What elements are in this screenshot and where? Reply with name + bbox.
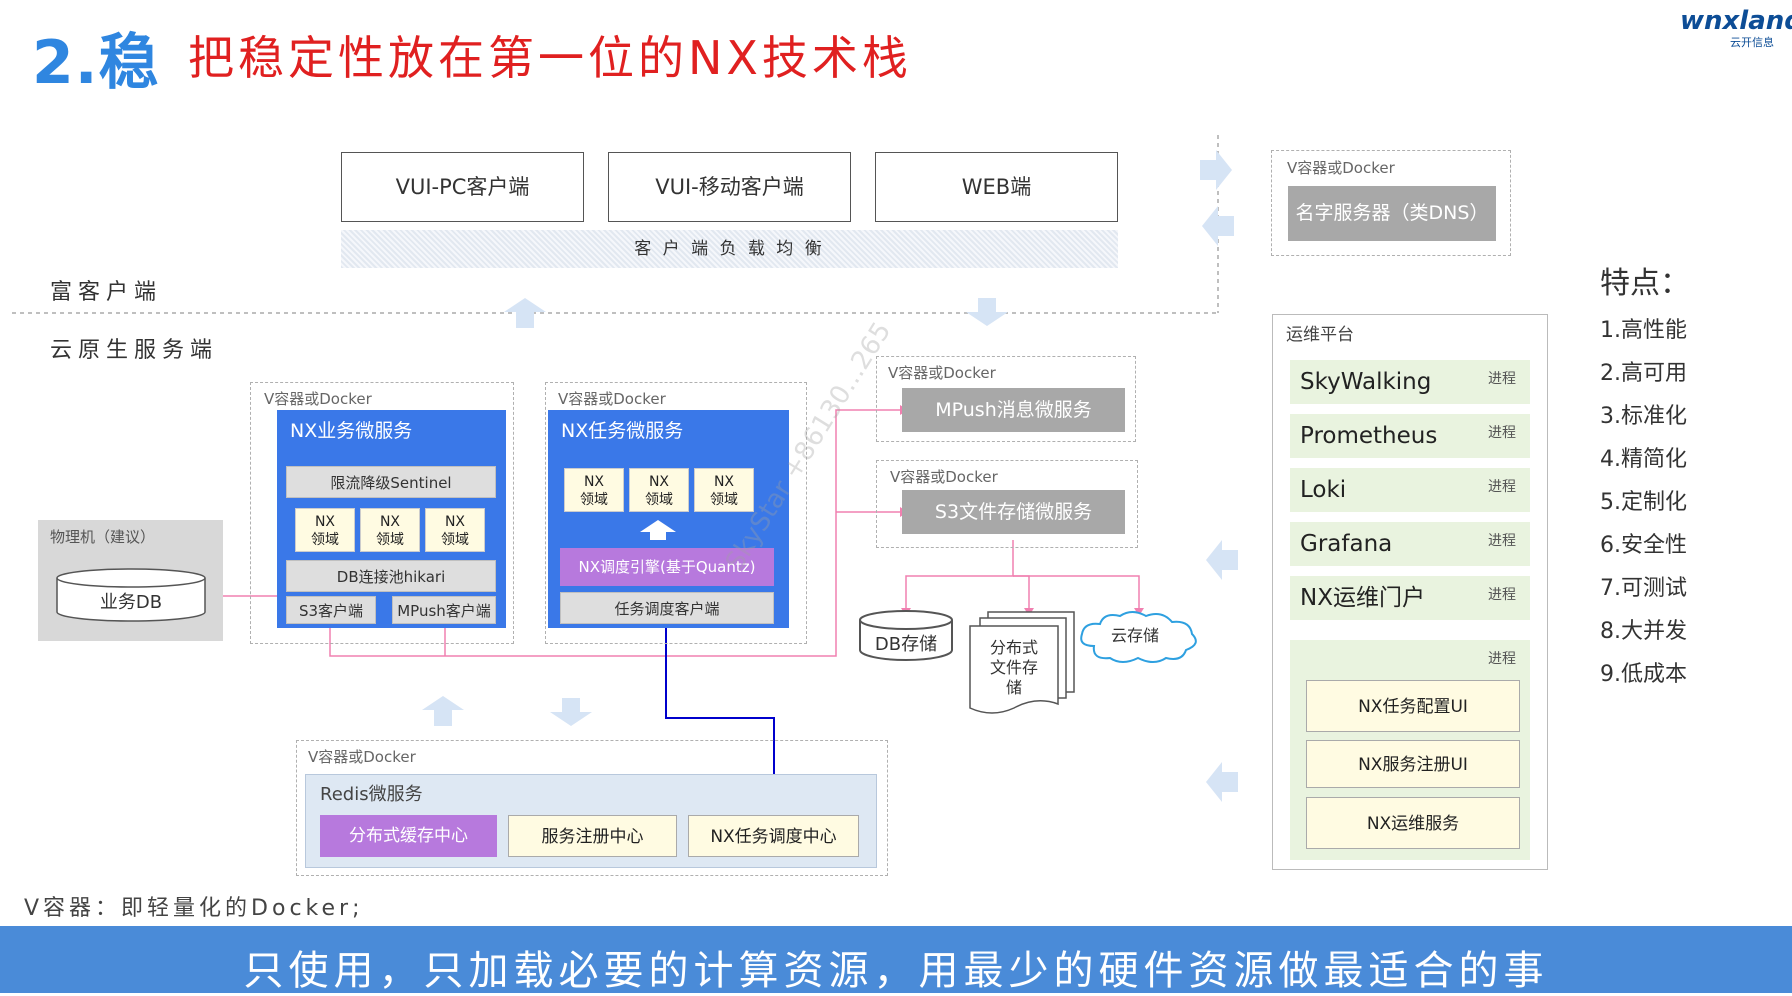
ops-platform-title: 运维平台 (1286, 325, 1354, 345)
feature-item: 9.低成本 (1600, 662, 1687, 687)
nameserver-container (1271, 150, 1511, 256)
mpush-container (876, 356, 1136, 442)
file-storage-icon (969, 611, 1075, 714)
nx-biz-title: NX业务微服务 (290, 420, 413, 442)
nx-service-registry-ui: NX服务注册UI (1306, 740, 1520, 788)
mpush-client-box: MPush客户端 (392, 596, 496, 624)
redis-title: Redis微服务 (320, 784, 423, 805)
process-label: 进程 (1488, 651, 1516, 667)
docker-label: V容器或Docker (888, 364, 996, 382)
process-label: 进程 (1488, 533, 1516, 549)
docker-label: V容器或Docker (308, 748, 416, 766)
features-title: 特点： (1600, 266, 1690, 301)
ops-item-loki: Loki (1290, 468, 1530, 512)
cloud-storage-label: 云存储 (1110, 626, 1159, 645)
footnote: V容器：即轻量化的Docker; (24, 896, 364, 921)
nx-domain: NX 领域 (694, 468, 754, 512)
docker-label: V容器或Docker (890, 468, 998, 486)
db-storage-icon (859, 610, 953, 661)
nx-task-panel (548, 410, 789, 628)
banner-text: 只使用，只加载必要的计算资源，用最少的硬件资源做最适合的事 (243, 948, 1549, 994)
process-label: 进程 (1488, 371, 1516, 387)
mpush-service: MPush消息微服务 (902, 388, 1125, 432)
nx-task-title: NX任务微服务 (561, 420, 684, 442)
s3-container (876, 460, 1138, 548)
hikari-box: DB连接池hikari (286, 560, 496, 592)
nx-scheduler-engine: NX调度引擎(基于Quantz) (560, 548, 774, 586)
feature-item: 1.高性能 (1600, 318, 1687, 343)
nx-task-config-ui: NX任务配置UI (1306, 680, 1520, 732)
ops-item-grafana: Grafana (1290, 522, 1530, 566)
nx-domain: NX 领域 (425, 508, 485, 552)
nx-biz-container (250, 382, 514, 644)
file-storage-label: 分布式 文件存 储 (989, 638, 1038, 697)
nx-domain: NX 领域 (295, 508, 355, 552)
feature-item: 6.安全性 (1600, 533, 1687, 558)
docker-label: V容器或Docker (558, 390, 666, 408)
section-number: 2.稳 (32, 28, 160, 98)
vui-pc-client: VUI-PC客户端 (341, 152, 584, 222)
sentinel-box: 限流降级Sentinel (286, 466, 496, 498)
web-client: WEB端 (875, 152, 1118, 222)
process-label: 进程 (1488, 425, 1516, 441)
up-arrow-icon (640, 520, 676, 540)
client-load-balancer: 客 户 端 负 载 均 衡 (341, 230, 1118, 268)
s3-service: S3文件存储微服务 (902, 490, 1125, 534)
nx-domain: NX 领域 (629, 468, 689, 512)
docker-label: V容器或Docker (264, 390, 372, 408)
nx-task-scheduler-center: NX任务调度中心 (688, 815, 859, 857)
feature-item: 8.大并发 (1600, 619, 1687, 644)
process-label: 进程 (1488, 479, 1516, 495)
brand-logo-sub: 云开信息 (1730, 36, 1774, 49)
feature-item: 2.高可用 (1600, 361, 1687, 386)
s3-client-box: S3客户端 (286, 596, 376, 624)
page-title: 把稳定性放在第一位的NX技术栈 (188, 31, 912, 85)
brand-logo: wnxland (1680, 6, 1792, 36)
feature-item: 3.标准化 (1600, 404, 1687, 429)
cloud-native-label: 云原生服务端 (50, 338, 219, 363)
docker-label: V容器或Docker (1287, 159, 1395, 177)
cloud-storage-icon (1080, 611, 1197, 663)
rich-client-label: 富客户端 (50, 280, 163, 305)
bottom-banner (0, 926, 1792, 993)
vui-mobile-client: VUI-移动客户端 (608, 152, 851, 222)
feature-item: 7.可测试 (1600, 576, 1687, 601)
nameserver-box: 名字服务器（类DNS） (1288, 186, 1496, 241)
redis-container (296, 740, 888, 876)
task-schedule-client: 任务调度客户端 (560, 592, 774, 624)
physical-machine-label: 物理机（建议） (50, 528, 156, 546)
ops-item-skywalking: SkyWalking (1290, 360, 1530, 404)
feature-item: 4.精简化 (1600, 447, 1687, 472)
db-storage-label: DB存储 (874, 634, 938, 655)
business-db-label: 业务DB (99, 592, 163, 613)
distributed-cache-center: 分布式缓存中心 (320, 815, 497, 857)
nx-ops-service: NX运维服务 (1306, 797, 1520, 849)
feature-item: 5.定制化 (1600, 490, 1687, 515)
ops-item-nx-portal: NX运维门户 (1290, 576, 1530, 620)
nx-task-container (545, 382, 807, 644)
nx-domain: NX 领域 (360, 508, 420, 552)
process-label: 进程 (1488, 587, 1516, 603)
service-registry-center: 服务注册中心 (508, 815, 677, 857)
db-cylinder-icon (56, 568, 206, 622)
ops-item-prometheus: Prometheus (1290, 414, 1530, 458)
nx-domain: NX 领域 (564, 468, 624, 512)
